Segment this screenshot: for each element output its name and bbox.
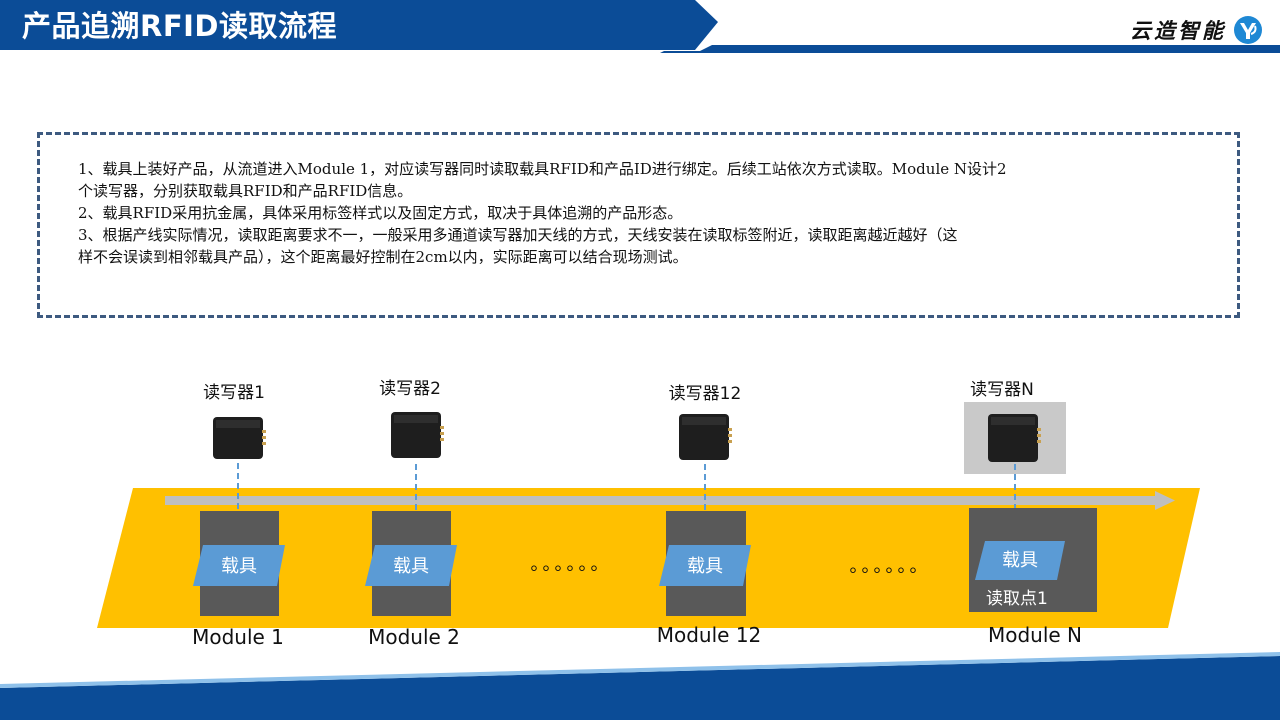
brand-name: 云造智能 [1130, 18, 1226, 43]
carrier [365, 545, 457, 586]
header-bar [0, 0, 1280, 53]
rfid-reader-icon [988, 414, 1041, 462]
carrier-label: 载具 [393, 556, 429, 577]
module-label: Module 12 [656, 623, 762, 647]
process-diagram: 载具 载具 载具 [0, 360, 1280, 660]
reader-label: 读写器N [970, 380, 1034, 400]
rfid-reader-icon [210, 414, 266, 462]
carrier-label: 载具 [1002, 550, 1038, 571]
ellipsis: 。。。。。。 [530, 554, 612, 575]
diagram-canvas: 载具 载具 载具 [97, 402, 1200, 628]
description-line: 1、载具上装好产品，从流道进入Module 1，对应读写器同时读取载具RFID和… [78, 160, 1007, 178]
module-label: Module N [987, 623, 1083, 647]
description-line: 样不会误读到相邻载具产品），这个距离最好控制在2cm以内，实际距离可以结合现场测… [78, 248, 688, 266]
description-text: 1、载具上装好产品，从流道进入Module 1，对应读写器同时读取载具RFID和… [78, 158, 1223, 268]
station-1: 载具 [193, 414, 285, 616]
description-box [37, 132, 1240, 318]
module-label: Module 1 [192, 625, 284, 649]
brand-logo-icon [1234, 16, 1262, 44]
read-point-label: 读取点1 [986, 589, 1048, 609]
module-label: Module 2 [368, 625, 460, 649]
station-2: 载具 [365, 406, 457, 616]
reader-label: 读写器1 [203, 383, 265, 403]
carrier-label: 载具 [221, 556, 257, 577]
carrier [659, 545, 751, 586]
brand: 云造智能 [1130, 10, 1264, 50]
slide-title: 产品追溯RFID读取流程 [22, 9, 338, 43]
carrier [975, 541, 1065, 580]
description-line: 3、根据产线实际情况，读取距离要求不一，一般采用多通道读写器加天线的方式，天线安… [78, 226, 958, 244]
ellipsis: 。。。。。。 [849, 556, 931, 577]
carrier-label: 载具 [687, 556, 723, 577]
footer-bar [0, 652, 1280, 720]
carrier [193, 545, 285, 586]
station-n: 载具 [969, 414, 1097, 612]
reader-label: 读写器12 [668, 384, 742, 404]
rfid-reader-icon [676, 410, 732, 464]
station-12: 载具 [659, 410, 751, 616]
rfid-reader-icon [388, 406, 444, 464]
flow-arrow [165, 491, 1175, 510]
description-line: 个读写器，分别获取载具RFID和产品RFID信息。 [78, 182, 413, 200]
description-line: 2、载具RFID采用抗金属，具体采用标签样式以及固定方式，取决于具体追溯的产品形… [78, 204, 683, 222]
reader-label: 读写器2 [379, 379, 441, 399]
